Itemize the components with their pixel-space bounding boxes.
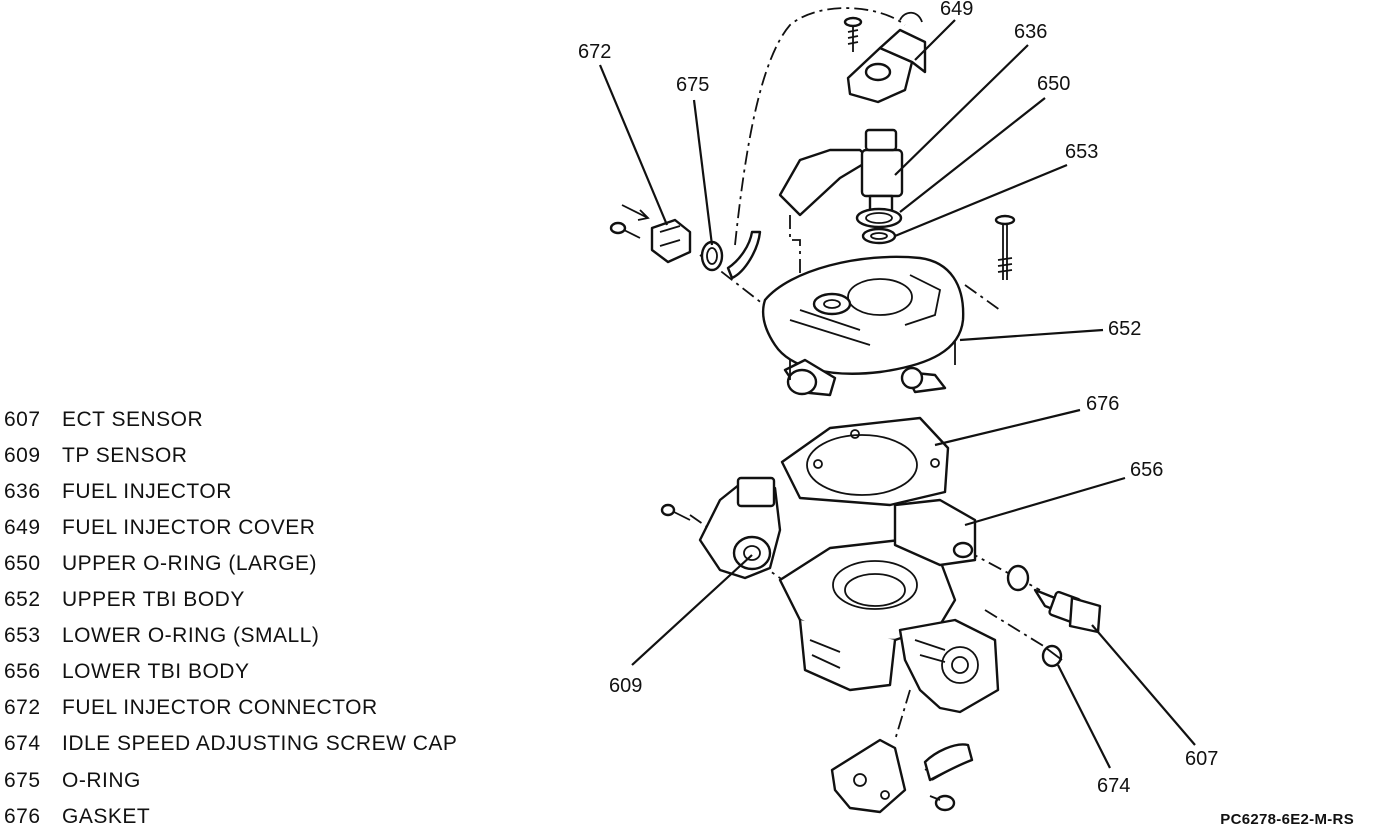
legend-number: 674 (4, 732, 41, 755)
fuel-injector-cover (846, 11, 927, 104)
callout-676: 676 (1086, 393, 1119, 415)
alignment-line-607 (964, 549, 1041, 591)
legend-row: 674 IDLE SPEED ADJUSTING SCREW CAP (4, 732, 457, 756)
legend-row: 672 FUEL INJECTOR CONNECTOR (4, 696, 378, 720)
legend-number: 636 (4, 480, 41, 503)
leader-676 (934, 408, 1081, 447)
callout-674: 674 (1097, 775, 1130, 797)
tp-sensor (698, 476, 782, 580)
legend-row: 653 LOWER O-RING (SMALL) (4, 624, 319, 648)
legend-number: 649 (4, 516, 41, 539)
legend-number: 676 (4, 805, 41, 828)
o-ring-675 (700, 240, 724, 272)
figure-reference-code: PC6278-6E2-M-RS (1220, 811, 1354, 828)
legend-row: 675 O-RING (4, 769, 141, 793)
direction-arrow (621, 204, 650, 221)
fuel-injector-connector (650, 218, 692, 264)
legend-description: IDLE SPEED ADJUSTING SCREW CAP (62, 732, 458, 755)
leader-652 (959, 328, 1104, 342)
leader-675 (692, 99, 714, 246)
leader-656 (964, 476, 1126, 527)
legend-description: UPPER O-RING (LARGE) (62, 552, 318, 575)
leader-649 (914, 19, 956, 61)
callout-636: 636 (1014, 21, 1047, 43)
tp-sensor-screw (660, 503, 691, 521)
legend-description: LOWER TBI BODY (62, 660, 250, 683)
throttle-spring (923, 743, 974, 782)
connector-bolt (609, 221, 641, 239)
legend-number: 653 (4, 624, 41, 647)
leader-674 (1057, 664, 1111, 769)
ect-washer (1006, 564, 1030, 592)
legend-description: O-RING (62, 769, 141, 792)
bracket-screw (929, 794, 956, 812)
callout-672: 672 (578, 41, 611, 63)
leader-672 (598, 64, 669, 226)
legend-number: 675 (4, 769, 41, 792)
legend-row: 656 LOWER TBI BODY (4, 660, 249, 684)
legend-number: 672 (4, 696, 41, 719)
callout-650: 650 (1037, 73, 1070, 95)
upper-tbi-body (761, 255, 965, 397)
legend-description: ECT SENSOR (62, 408, 204, 431)
legend-row: 609 TP SENSOR (4, 444, 187, 468)
idle-screw-cap (1041, 644, 1063, 668)
callout-653: 653 (1065, 141, 1098, 163)
leader-636 (894, 44, 1029, 176)
ect-sensor (1006, 564, 1102, 634)
legend-row: 607 ECT SENSOR (4, 408, 203, 432)
upper-o-ring-large (855, 207, 903, 229)
leader-650 (899, 97, 1046, 213)
callout-609: 609 (609, 675, 642, 697)
legend-number: 650 (4, 552, 41, 575)
leader-653 (894, 163, 1068, 238)
legend-row: 650 UPPER O-RING (LARGE) (4, 552, 317, 576)
legend-row: 676 GASKET (4, 805, 150, 829)
leader-609 (631, 554, 753, 666)
throttle-bracket (830, 738, 907, 814)
leader-607 (1091, 624, 1196, 746)
lower-o-ring-small (861, 227, 897, 245)
legend-description: UPPER TBI BODY (62, 588, 245, 611)
gasket (780, 416, 950, 507)
callout-675: 675 (676, 74, 709, 96)
long-screw (994, 214, 1016, 280)
callout-649: 649 (940, 0, 973, 20)
alignment-line-bracket (894, 689, 911, 741)
legend-row: 652 UPPER TBI BODY (4, 588, 245, 612)
fuel-injector (778, 128, 904, 218)
legend-description: GASKET (62, 805, 151, 828)
legend-description: FUEL INJECTOR CONNECTOR (62, 696, 378, 719)
legend-description: FUEL INJECTOR COVER (62, 516, 316, 539)
lower-tbi-body (778, 498, 1000, 714)
legend-number: 656 (4, 660, 41, 683)
legend-description: FUEL INJECTOR (62, 480, 232, 503)
legend-number: 609 (4, 444, 41, 467)
alignment-line-screw (964, 284, 1001, 311)
legend-number: 607 (4, 408, 41, 431)
alignment-line-injector (789, 215, 801, 300)
fuel-line-tube (726, 230, 762, 280)
alignment-line-674 (984, 609, 1051, 651)
legend-description: LOWER O-RING (SMALL) (62, 624, 320, 647)
callout-652: 652 (1108, 318, 1141, 340)
legend-description: TP SENSOR (62, 444, 188, 467)
legend-row: 636 FUEL INJECTOR (4, 480, 232, 504)
connector-wire-path (734, 7, 906, 246)
callout-656: 656 (1130, 459, 1163, 481)
callout-607: 607 (1185, 748, 1218, 770)
legend-number: 652 (4, 588, 41, 611)
legend-row: 649 FUEL INJECTOR COVER (4, 516, 315, 540)
cover-screw (843, 16, 863, 52)
